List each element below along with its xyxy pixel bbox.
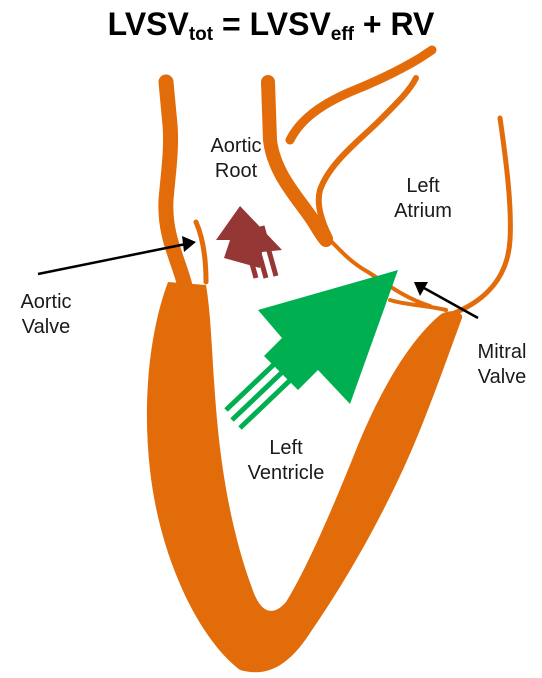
regurgitant-arrow [226,270,398,428]
aortic-valve-leaflet [196,222,206,282]
label-aortic-valve: Aortic Valve [6,290,86,340]
label-mitral-valve: Mitral Valve [462,340,542,390]
aortic-wall-lower [166,82,186,290]
label-left-atrium: Left Atrium [378,174,468,224]
label-aortic-root: Aortic Root [196,134,276,184]
forward-flow-arrow [216,206,282,278]
label-left-ventricle: Left Ventricle [236,436,336,486]
pulmonary-vessel [290,50,432,140]
